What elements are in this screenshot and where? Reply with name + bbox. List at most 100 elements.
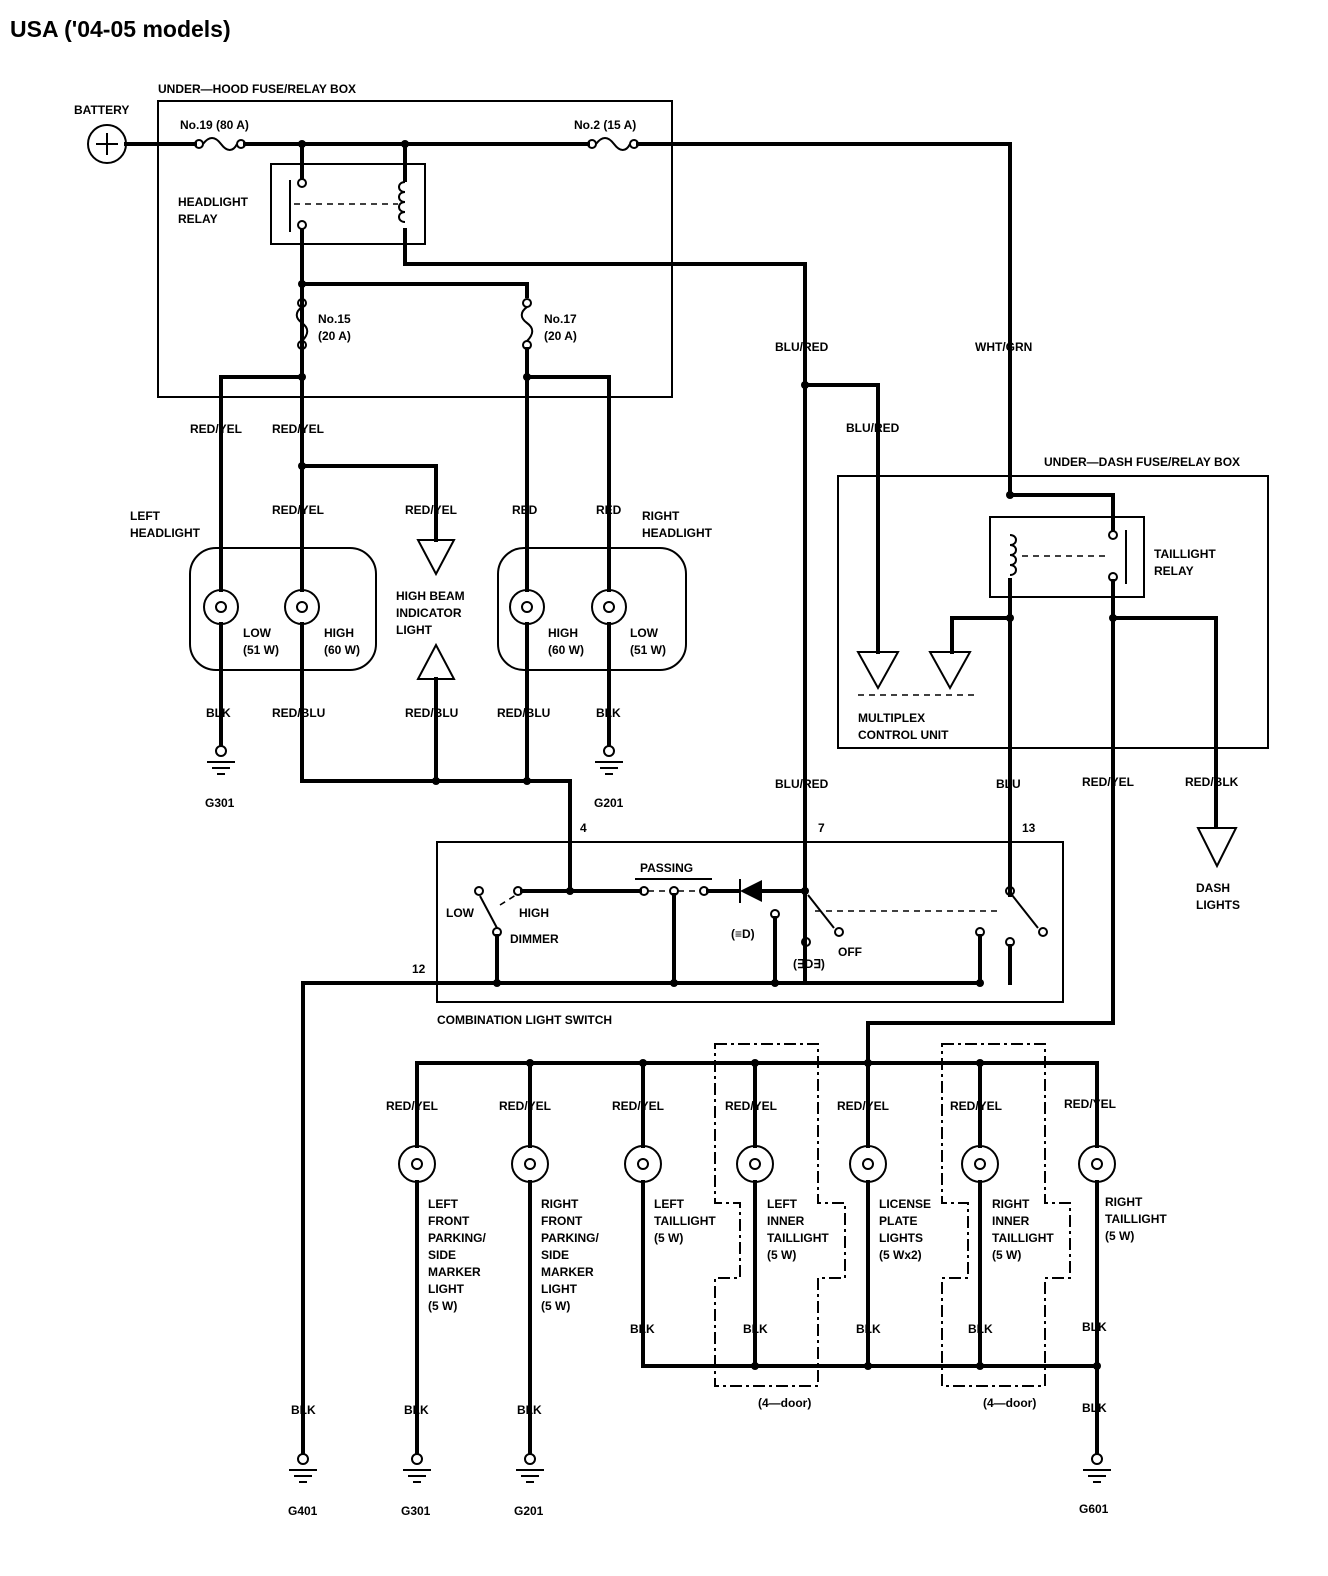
svg-text:FRONT: FRONT	[541, 1214, 583, 1228]
svg-text:(5 W): (5 W)	[428, 1299, 457, 1313]
right-low-label-1: LOW	[630, 626, 659, 640]
wire-label-red-blu-2: RED/BLU	[405, 706, 458, 720]
headlight-relay	[270, 163, 426, 245]
wire-label-blu: BLU	[996, 777, 1021, 791]
taillight-relay-label-1: TAILLIGHT	[1154, 547, 1216, 561]
four-door-box-left	[714, 1043, 846, 1387]
svg-text:FRONT: FRONT	[428, 1214, 470, 1228]
svg-text:PARKING/: PARKING/	[541, 1231, 599, 1245]
lamp-blk-label-8: BLK	[517, 1403, 542, 1417]
left-headlight-label-2: HEADLIGHT	[130, 526, 201, 540]
svg-text:LEFT: LEFT	[654, 1197, 685, 1211]
connector-down-icon	[416, 539, 456, 577]
ground-g601-label: G601	[1079, 1502, 1109, 1516]
combination-light-switch	[436, 841, 1064, 1003]
svg-text:RIGHT: RIGHT	[1105, 1195, 1143, 1209]
switch-low-label: LOW	[446, 906, 475, 920]
wire-label-red-blu-3: RED/BLU	[497, 706, 550, 720]
combination-switch-label: COMBINATION LIGHT SWITCH	[437, 1013, 612, 1027]
switch-park-symbol: (∃D∃)	[793, 957, 825, 971]
lamp-wire-label-1: RED/YEL	[386, 1099, 438, 1113]
svg-text:TAILLIGHT: TAILLIGHT	[767, 1231, 829, 1245]
right-high-label-1: HIGH	[548, 626, 578, 640]
left-high-label-2: (60 W)	[324, 643, 360, 657]
high-beam-indicator-label-1: HIGH BEAM	[396, 589, 465, 603]
fuse-17-icon	[520, 298, 534, 350]
svg-text:RIGHT: RIGHT	[992, 1197, 1030, 1211]
lamp-wire-label-5: RED/YEL	[837, 1099, 889, 1113]
wire-label-red-yel-5: RED/YEL	[1082, 775, 1134, 789]
fuse-2-label: No.2 (15 A)	[574, 118, 636, 132]
lamp-desc-license-plate: LICENSE PLATE LIGHTS (5 Wx2)	[879, 1197, 931, 1262]
wire-label-red-blk: RED/BLK	[1185, 775, 1239, 789]
left-high-label-1: HIGH	[324, 626, 354, 640]
svg-text:SIDE: SIDE	[428, 1248, 456, 1262]
switch-high-label: HIGH	[519, 906, 549, 920]
wire-label-red-yel-1: RED/YEL	[190, 422, 242, 436]
pin-12: 12	[412, 962, 426, 976]
ground-icon	[403, 1453, 431, 1483]
pin-7: 7	[818, 821, 825, 835]
lamp-wire-label-3: RED/YEL	[612, 1099, 664, 1113]
fuse-15-label-1: No.15	[318, 312, 351, 326]
svg-text:(5 W): (5 W)	[654, 1231, 683, 1245]
under-hood-fuse-relay-box	[157, 100, 673, 398]
svg-text:PLATE: PLATE	[879, 1214, 917, 1228]
multiplex-label-1: MULTIPLEX	[858, 711, 925, 725]
lamp-wire-label-2: RED/YEL	[499, 1099, 551, 1113]
high-beam-indicator-label-2: INDICATOR	[396, 606, 462, 620]
lamp-desc-right-taillight: RIGHT TAILLIGHT (5 W)	[1105, 1195, 1167, 1243]
svg-text:TAILLIGHT: TAILLIGHT	[1105, 1212, 1167, 1226]
ground-g301-bottom-label: G301	[401, 1504, 431, 1518]
switch-off-label: OFF	[838, 945, 862, 959]
lamp-wire-label-6: RED/YEL	[950, 1099, 1002, 1113]
svg-text:TAILLIGHT: TAILLIGHT	[992, 1231, 1054, 1245]
ground-g201-label: G201	[594, 796, 624, 810]
lamp-desc-right-front-parking: RIGHT FRONT PARKING/ SIDE MARKER LIGHT (…	[541, 1197, 599, 1313]
lamp-desc-left-inner-taillight: LEFT INNER TAILLIGHT (5 W)	[767, 1197, 829, 1262]
svg-text:MARKER: MARKER	[541, 1265, 594, 1279]
right-headlight-label-1: RIGHT	[642, 509, 680, 523]
high-beam-indicator-label-3: LIGHT	[396, 623, 433, 637]
svg-text:RIGHT: RIGHT	[541, 1197, 579, 1211]
svg-text:MARKER: MARKER	[428, 1265, 481, 1279]
diode-icon	[739, 879, 762, 903]
wire-label-blu-red-3: BLU/RED	[775, 777, 829, 791]
lamp-bulb-icon	[961, 1145, 999, 1183]
wire-label-blk-1: BLK	[206, 706, 231, 720]
switch-dimmer-label: DIMMER	[510, 932, 559, 946]
lamp-blk-label-4: BLK	[968, 1322, 993, 1336]
battery-icon	[87, 124, 127, 164]
multiplex-label-2: CONTROL UNIT	[858, 728, 949, 742]
right-headlight-label-2: HEADLIGHT	[642, 526, 713, 540]
connector-up-icon	[416, 642, 456, 680]
ground-g201-bottom-label: G201	[514, 1504, 544, 1518]
wire-label-blu-red-2: BLU/RED	[846, 421, 900, 435]
fuse-17-label-1: No.17	[544, 312, 577, 326]
lamp-blk-label-1: BLK	[630, 1322, 655, 1336]
svg-text:LIGHT: LIGHT	[428, 1282, 465, 1296]
lamp-desc-left-taillight: LEFT TAILLIGHT (5 W)	[654, 1197, 716, 1245]
ground-icon	[207, 745, 235, 775]
svg-text:(5 W): (5 W)	[541, 1299, 570, 1313]
under-hood-box-label: UNDER—HOOD FUSE/RELAY BOX	[158, 82, 356, 96]
lamp-bulb-icon	[849, 1145, 887, 1183]
connector-down-icon	[1196, 827, 1238, 869]
fuse-2-icon	[587, 137, 639, 151]
wire-label-red-yel-4: RED/YEL	[405, 503, 457, 517]
taillight-relay	[989, 516, 1145, 598]
dash-lights-label-2: LIGHTS	[1196, 898, 1240, 912]
svg-text:LEFT: LEFT	[428, 1197, 459, 1211]
svg-text:(5 W): (5 W)	[1105, 1229, 1134, 1243]
right-headlight	[497, 547, 687, 671]
four-door-label-2: (4—door)	[983, 1396, 1036, 1410]
ground-icon	[595, 745, 623, 775]
wire-label-red-yel-2: RED/YEL	[272, 422, 324, 436]
under-dash-box-label: UNDER—DASH FUSE/RELAY BOX	[1044, 455, 1240, 469]
taillight-relay-label-2: RELAY	[1154, 564, 1194, 578]
connector-down-icon	[856, 651, 900, 691]
fuse-15-icon	[295, 298, 309, 350]
lamp-blk-label-3: BLK	[856, 1322, 881, 1336]
ground-g401-label: G401	[288, 1504, 318, 1518]
